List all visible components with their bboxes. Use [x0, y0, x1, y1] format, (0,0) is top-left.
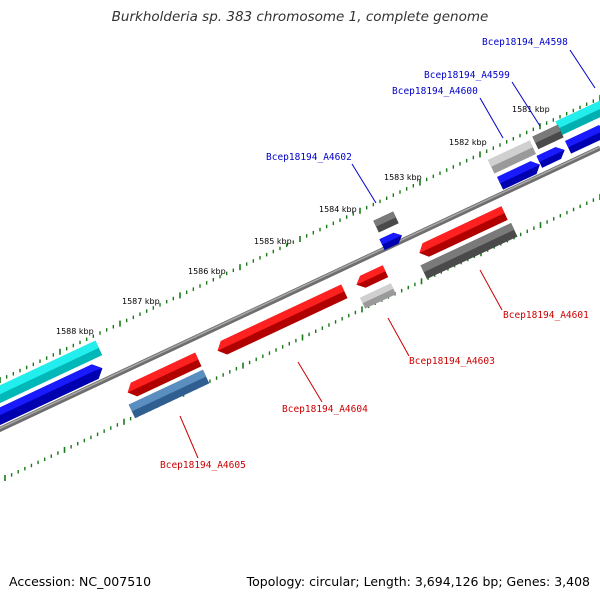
kbp-tick-label: 1583 kbp [384, 173, 422, 182]
gene-label[interactable]: Bcep18194_A4600 [392, 86, 478, 97]
gene-label[interactable]: Bcep18194_A4603 [409, 356, 495, 367]
accession-label: Accession: NC_007510 [9, 574, 152, 589]
chromosome-backbone-highlight [0, 146, 600, 430]
gene-feature[interactable] [0, 340, 103, 406]
gene-label[interactable]: Bcep18194_A4599 [424, 70, 510, 81]
gene-features [0, 96, 600, 428]
gene-feature[interactable] [565, 122, 600, 154]
callout-line [351, 163, 377, 204]
gene-feature[interactable] [536, 144, 568, 168]
callout-line [179, 415, 199, 459]
kbp-tick-label: 1585 kbp [254, 237, 292, 246]
gene-feature[interactable] [497, 158, 543, 190]
genome-summary: Topology: circular; Length: 3,694,126 bp… [246, 574, 590, 589]
callout-line [479, 269, 503, 311]
gene-feature[interactable] [360, 283, 396, 309]
kbp-tick-label: 1587 kbp [122, 297, 160, 306]
gene-feature[interactable] [128, 369, 210, 419]
gene-feature[interactable] [125, 352, 202, 400]
kbp-tick-label: 1581 kbp [512, 105, 550, 114]
gene-feature[interactable] [373, 211, 399, 233]
gene-feature[interactable] [420, 222, 518, 280]
gene-label[interactable]: Bcep18194_A4598 [482, 37, 568, 48]
gene-feature[interactable] [379, 230, 404, 251]
callout-line [297, 361, 323, 403]
gene-feature[interactable] [487, 140, 537, 174]
kbp-tick-label: 1588 kbp [56, 327, 94, 336]
gene-label[interactable]: Bcep18194_A4605 [160, 460, 246, 471]
gene-feature[interactable] [416, 206, 508, 259]
gene-feature[interactable] [354, 265, 389, 290]
callout-line [479, 97, 504, 139]
kbp-tick-label: 1584 kbp [319, 205, 357, 214]
gene-callouts: Bcep18194_A4598Bcep18194_A4599Bcep18194_… [160, 37, 596, 471]
gene-feature[interactable] [214, 284, 348, 357]
callout-line [569, 49, 596, 89]
gene-label[interactable]: Bcep18194_A4601 [503, 310, 589, 321]
gene-label[interactable]: Bcep18194_A4602 [266, 152, 352, 163]
callout-line [511, 81, 541, 127]
chromosome-backbone [0, 145, 600, 433]
gene-feature[interactable] [0, 361, 106, 428]
kbp-tick-label: 1582 kbp [449, 138, 487, 147]
gene-label[interactable]: Bcep18194_A4604 [282, 404, 368, 415]
callout-line [387, 317, 410, 357]
kbp-tick-labels: 1581 kbp 1582 kbp 1583 kbp 1584 kbp 1585 kbp… [56, 105, 550, 336]
kbp-tick-label: 1586 kbp [188, 267, 226, 276]
map-title: Burkholderia sp. 383 chromosome 1, compl… [111, 9, 489, 25]
gene-feature[interactable] [532, 124, 564, 150]
